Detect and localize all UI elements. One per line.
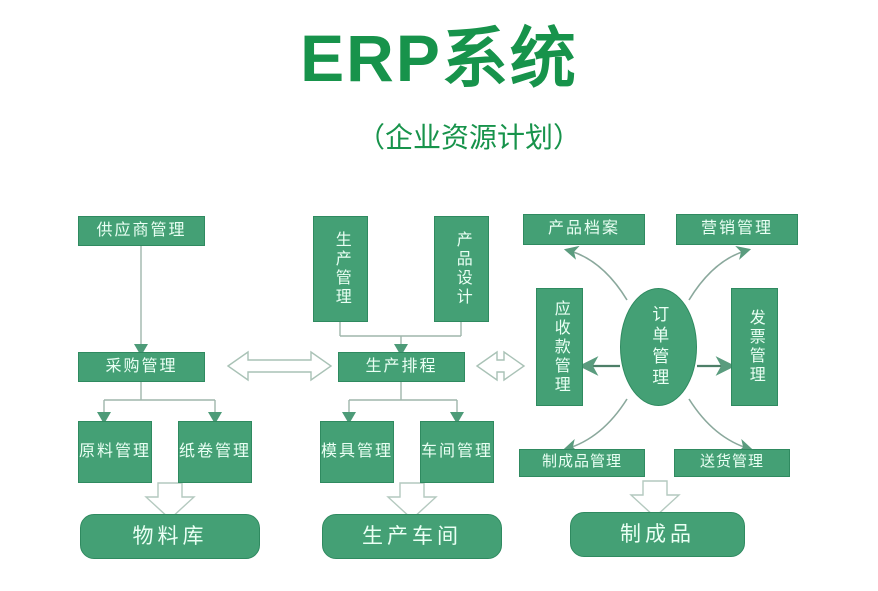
node-delivery-management[interactable]: 送货管理: [674, 449, 790, 477]
double-arrow-purchase-scheduling: [226, 350, 333, 382]
node-paper-roll-management[interactable]: 纸卷管理: [178, 421, 252, 483]
node-workshop-management[interactable]: 车间管理: [420, 421, 494, 483]
double-arrow-scheduling-receivables: [475, 350, 526, 382]
node-production-management[interactable]: 生产管理: [313, 216, 368, 322]
node-material-warehouse[interactable]: 物料库: [80, 514, 260, 559]
node-production-workshop[interactable]: 生产车间: [322, 514, 502, 559]
node-production-scheduling[interactable]: 生产排程: [338, 352, 465, 382]
node-mold-management[interactable]: 模具管理: [320, 421, 394, 483]
node-supplier-management[interactable]: 供应商管理: [78, 216, 205, 246]
node-finished-goods-management[interactable]: 制成品管理: [519, 449, 645, 477]
node-invoice-management[interactable]: 发票管理: [731, 288, 778, 406]
node-finished-goods[interactable]: 制成品: [570, 512, 745, 557]
node-purchase-management[interactable]: 采购管理: [78, 352, 205, 382]
node-product-design[interactable]: 产品设计: [434, 216, 489, 322]
page-title: ERP系统: [300, 21, 578, 95]
node-product-archive[interactable]: 产品档案: [523, 214, 645, 245]
node-raw-material-management[interactable]: 原料管理: [78, 421, 152, 483]
node-receivables-management[interactable]: 应收款管理: [536, 288, 583, 406]
node-order-management[interactable]: 订单管理: [620, 288, 697, 406]
page-subtitle: （企业资源计划）: [356, 123, 581, 154]
node-marketing-management[interactable]: 营销管理: [676, 214, 798, 245]
